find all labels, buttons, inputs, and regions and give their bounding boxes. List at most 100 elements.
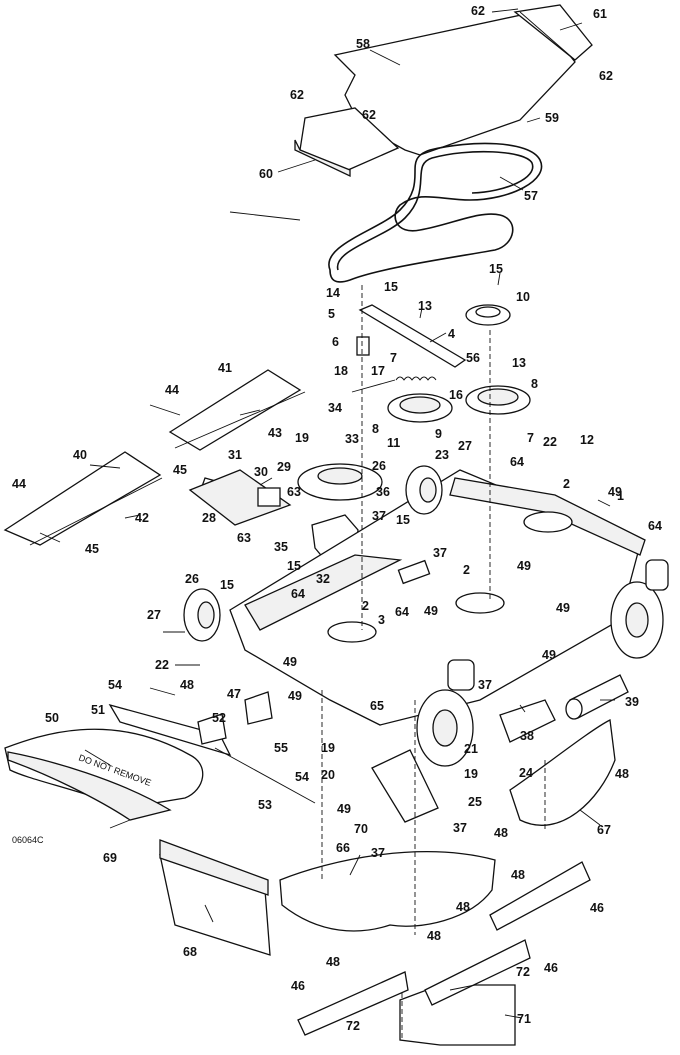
callout-37: 37: [433, 546, 447, 560]
shaft-guard-28: [188, 469, 292, 526]
callout-50: 50: [45, 711, 59, 725]
callout-61: 61: [593, 7, 607, 21]
callout-58: 58: [356, 37, 370, 51]
callout-45: 45: [85, 542, 99, 556]
callout-48: 48: [427, 929, 441, 943]
callout-46: 46: [291, 979, 305, 993]
callout-19: 19: [295, 431, 309, 445]
spindle-2-right: [523, 511, 573, 533]
caster-fork-right: [645, 559, 669, 591]
callout-49: 49: [542, 648, 556, 662]
drive-belt-57-inner: [336, 150, 534, 271]
callout-15: 15: [220, 578, 234, 592]
callout-36: 36: [376, 485, 390, 499]
callout-62: 62: [362, 108, 376, 122]
callout-66: 66: [336, 841, 350, 855]
callout-18: 18: [334, 364, 348, 378]
callout-11: 11: [387, 436, 400, 450]
callout-19: 19: [321, 741, 335, 755]
callout-19: 19: [464, 767, 478, 781]
callout-33: 33: [345, 432, 359, 446]
callout-64: 64: [648, 519, 662, 533]
callout-20: 20: [321, 768, 335, 782]
rod-53: [214, 747, 316, 804]
mower-blade-46-center: [424, 939, 531, 1006]
callout-44: 44: [12, 477, 26, 491]
callout-30: 30: [254, 465, 268, 479]
idler-arm-4: [358, 304, 467, 368]
callout-40: 40: [73, 448, 87, 462]
callout-67: 67: [597, 823, 611, 837]
callout-68: 68: [183, 945, 197, 959]
discharge-chute-50: [4, 728, 204, 809]
cover-60-flange: [294, 139, 351, 178]
drive-pulley-33-hub: [317, 467, 363, 485]
callout-7: 7: [527, 431, 534, 445]
callout-38: 38: [520, 729, 534, 743]
callout-17: 17: [371, 364, 385, 378]
callout-16: 16: [449, 388, 463, 402]
gauge-wheel-26-left-hub: [197, 601, 215, 629]
guard-40-rod: [29, 477, 163, 546]
callout-63: 63: [287, 485, 301, 499]
roller-39-end: [565, 698, 583, 720]
leader-lines: [39, 8, 615, 1019]
callout-37: 37: [371, 846, 385, 860]
callout-27: 27: [147, 608, 161, 622]
callout-72: 72: [516, 965, 530, 979]
callout-7: 7: [390, 351, 397, 365]
callout-48: 48: [494, 826, 508, 840]
callout-10: 10: [516, 290, 530, 304]
callout-55: 55: [274, 741, 288, 755]
bracket-70: [371, 749, 439, 823]
gauge-wheel-26-top-hub: [419, 477, 437, 503]
callout-14: 14: [326, 286, 340, 300]
callout-49: 49: [337, 802, 351, 816]
callout-62: 62: [599, 69, 613, 83]
callout-70: 70: [354, 822, 368, 836]
baffle-71: [399, 984, 516, 1046]
caster-wheel-right-hub: [625, 602, 649, 638]
deck-center-opening: [397, 559, 431, 585]
callout-65: 65: [370, 699, 384, 713]
spindle-2-center: [455, 592, 505, 614]
callout-4: 4: [448, 327, 455, 341]
callout-41: 41: [218, 361, 232, 375]
spacer-6: [356, 336, 370, 356]
idler-pulley-8a-hub: [399, 396, 441, 414]
drive-belt-57: [328, 142, 543, 283]
callout-12: 12: [580, 433, 594, 447]
deck-left-rail: [244, 554, 403, 631]
drawing-number: 06064C: [12, 835, 44, 845]
callout-49: 49: [288, 689, 302, 703]
spindle-2-left: [327, 621, 377, 643]
callout-64: 64: [395, 605, 409, 619]
mower-blade-46-left: [297, 971, 409, 1036]
caster-wheel-left-hub: [432, 709, 458, 747]
baffle-68-flange: [159, 839, 269, 896]
callout-53: 53: [258, 798, 272, 812]
callout-2: 2: [362, 599, 369, 613]
callout-51: 51: [91, 703, 105, 717]
guard-panel-41: [168, 369, 302, 451]
callout-15: 15: [396, 513, 410, 527]
callout-21: 21: [464, 742, 478, 756]
callout-37: 37: [478, 678, 492, 692]
callout-37: 37: [372, 509, 386, 523]
callout-63: 63: [237, 531, 251, 545]
callout-34: 34: [328, 401, 342, 415]
callout-64: 64: [510, 455, 524, 469]
cover-61-edge: [519, 11, 576, 61]
callout-48: 48: [180, 678, 194, 692]
callout-49: 49: [608, 485, 622, 499]
callout-labels: 1 2 2 2 3 4 5 6 7 7 8 8 9 10 11 12 13 13…: [12, 4, 662, 1033]
deck-top-rail-1: [449, 477, 646, 556]
callout-62: 62: [290, 88, 304, 102]
callout-71: 71: [517, 1012, 531, 1026]
coupler-30: [257, 487, 281, 507]
callout-39: 39: [625, 695, 639, 709]
caster-fork-left: [447, 659, 475, 691]
callout-44: 44: [165, 383, 179, 397]
